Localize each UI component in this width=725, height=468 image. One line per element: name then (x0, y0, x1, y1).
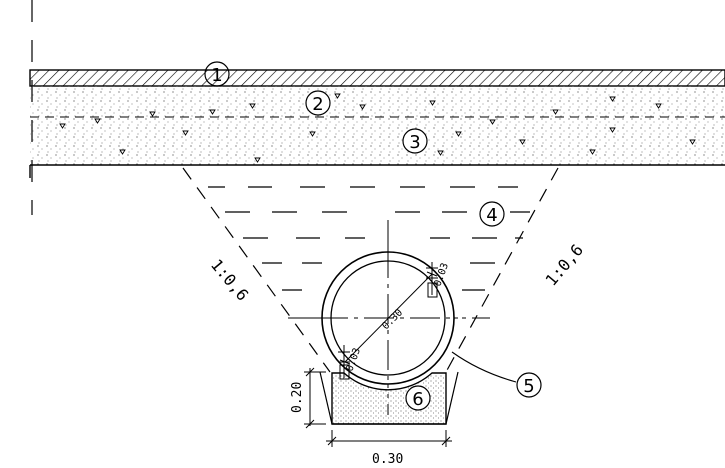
aggregate-marks (59, 93, 696, 163)
trench-slope-right (445, 167, 559, 373)
backfill-dashes (208, 186, 530, 291)
marker-3: 3 (402, 128, 428, 154)
marker-1: 1 (204, 61, 230, 87)
slope-right-label: 1:0,6 (542, 240, 588, 289)
pipe-diameter-dimension-line (344, 273, 433, 363)
pipe-leader-line (451, 351, 517, 383)
svg-text:1: 1 (211, 65, 222, 86)
base-right-haunch (332, 371, 459, 425)
base-width-label: 0.30 (372, 452, 403, 467)
svg-text:4: 4 (486, 205, 497, 226)
base-height-dimension (304, 367, 326, 429)
layer-1-surface-hatched (29, 69, 725, 87)
svg-text:3: 3 (409, 132, 420, 153)
svg-text:5: 5 (523, 376, 534, 397)
base-left-haunch (319, 371, 333, 425)
marker-2: 2 (305, 90, 331, 116)
svg-text:2: 2 (312, 94, 323, 115)
slope-left-label: 1:0,6 (207, 255, 253, 304)
marker-6: 6 (405, 385, 431, 411)
wall-thickness-top-mark (426, 262, 438, 298)
trench-slope-left (182, 167, 331, 373)
base-width-dimension (326, 430, 452, 447)
layer-2-3-base-course (30, 86, 725, 165)
marker-4: 4 (479, 201, 505, 227)
svg-text:6: 6 (412, 389, 423, 410)
base-height-label: 0.20 (290, 382, 305, 413)
marker-5: 5 (516, 372, 542, 398)
wall-thickness-top-label: 0.03 (432, 262, 451, 288)
